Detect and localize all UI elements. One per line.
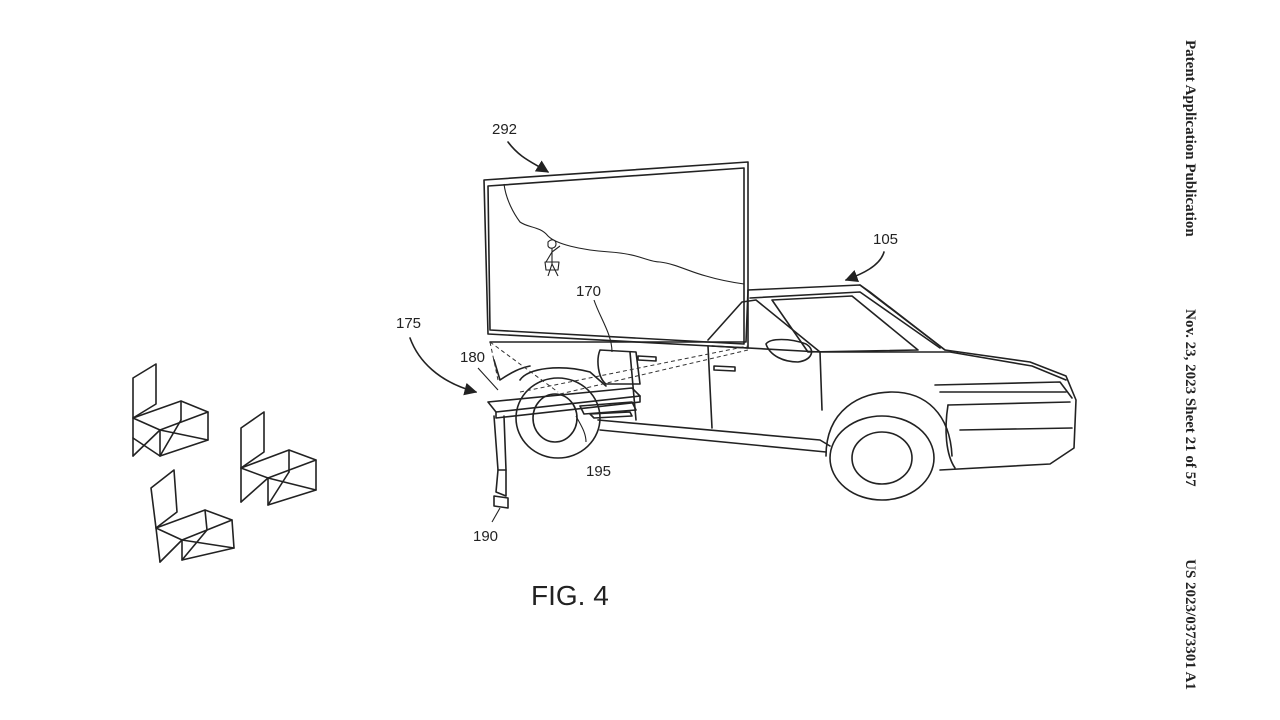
leader-190 — [491, 507, 501, 523]
leader-105 — [844, 251, 885, 282]
leader-180 — [477, 367, 499, 391]
ref-180: 180 — [460, 349, 485, 366]
ref-170: 170 — [576, 283, 601, 300]
leader-292 — [507, 141, 550, 173]
ref-175: 175 — [396, 315, 421, 332]
ref-190: 190 — [473, 528, 498, 545]
chair-left — [132, 363, 209, 457]
leader-175 — [409, 337, 478, 396]
table-180 — [487, 387, 641, 419]
leg-190 — [493, 415, 509, 509]
chair-right — [240, 411, 317, 506]
ref-105: 105 — [873, 231, 898, 248]
ref-292: 292 — [492, 121, 517, 138]
leader-170 — [593, 299, 613, 353]
leader-195 — [575, 415, 587, 443]
ref-195: 195 — [586, 463, 611, 480]
chair-front — [150, 469, 235, 563]
figure-caption: FIG. 4 — [531, 580, 609, 611]
projection-screen-292 — [483, 161, 749, 349]
vehicle-105 — [489, 284, 1077, 501]
